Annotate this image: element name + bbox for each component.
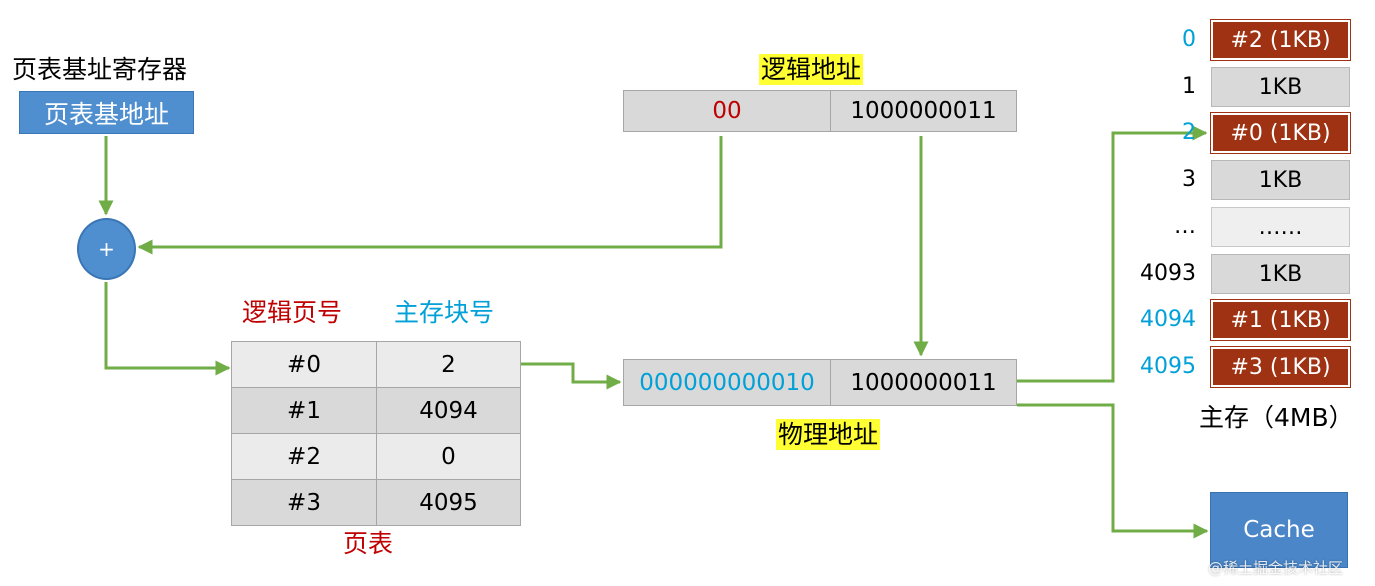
page-table-cell-page: #1 (231, 387, 377, 434)
memory-block: 1KB (1211, 254, 1350, 294)
page-table-cell-page: #3 (231, 479, 377, 526)
memory-block-index: 2 (1182, 120, 1196, 145)
cache-box: Cache (1210, 492, 1348, 568)
arrow-physical-to-memory (1017, 125, 1208, 383)
memory-block-index: 4093 (1140, 261, 1196, 286)
logical-page-number: 00 (623, 90, 831, 132)
arrow-pagetable-to-physical (521, 362, 622, 390)
logical-address-label: 逻辑地址 (759, 54, 864, 85)
memory-block-index: 4095 (1140, 354, 1196, 379)
memory-block: #0 (1KB) (1210, 112, 1351, 154)
main-memory-caption: 主存（4MB） (1199, 403, 1354, 432)
page-table-cell-block: 4095 (376, 479, 521, 526)
page-table-cell-page: #2 (231, 433, 377, 480)
adder-symbol: + (98, 237, 115, 261)
arrow-physical-to-cache (1017, 403, 1209, 539)
memory-block-index: 1 (1182, 74, 1196, 99)
physical-block-number: 000000000010 (623, 359, 831, 406)
memory-block-index: 0 (1182, 27, 1196, 52)
memory-block: #1 (1KB) (1210, 299, 1351, 341)
base-register-box: 页表基地址 (19, 91, 194, 134)
memory-block: 1KB (1211, 160, 1350, 200)
page-table-cell-block: 4094 (376, 387, 521, 434)
memory-block-index: … (1174, 214, 1196, 239)
arrow-pageno-to-adder (137, 136, 723, 255)
memory-block: #2 (1KB) (1210, 19, 1351, 61)
page-table-cell-block: 0 (376, 433, 521, 480)
physical-address-label: 物理地址 (776, 419, 881, 450)
watermark-text: @稀土掘金技术社区 (1208, 559, 1344, 577)
page-table-header-page: 逻辑页号 (242, 298, 343, 327)
arrow-adder-to-pagetable (104, 282, 231, 376)
base-register-value: 页表基地址 (43, 99, 169, 129)
base-register-title: 页表基址寄存器 (12, 55, 188, 84)
memory-block: 1KB (1211, 67, 1350, 107)
page-table-cell-page: #0 (231, 341, 377, 388)
memory-block: …… (1211, 207, 1350, 247)
page-table-caption: 页表 (343, 529, 394, 558)
logical-offset: 1000000011 (830, 90, 1017, 132)
memory-block-index: 4094 (1140, 307, 1196, 332)
page-table-cell-block: 2 (376, 341, 521, 388)
memory-block-index: 3 (1182, 167, 1196, 192)
adder-circle: + (77, 218, 136, 280)
memory-block: #3 (1KB) (1210, 346, 1351, 388)
physical-offset: 1000000011 (830, 359, 1017, 406)
page-table-header-block: 主存块号 (394, 298, 495, 327)
cache-label: Cache (1243, 517, 1315, 543)
